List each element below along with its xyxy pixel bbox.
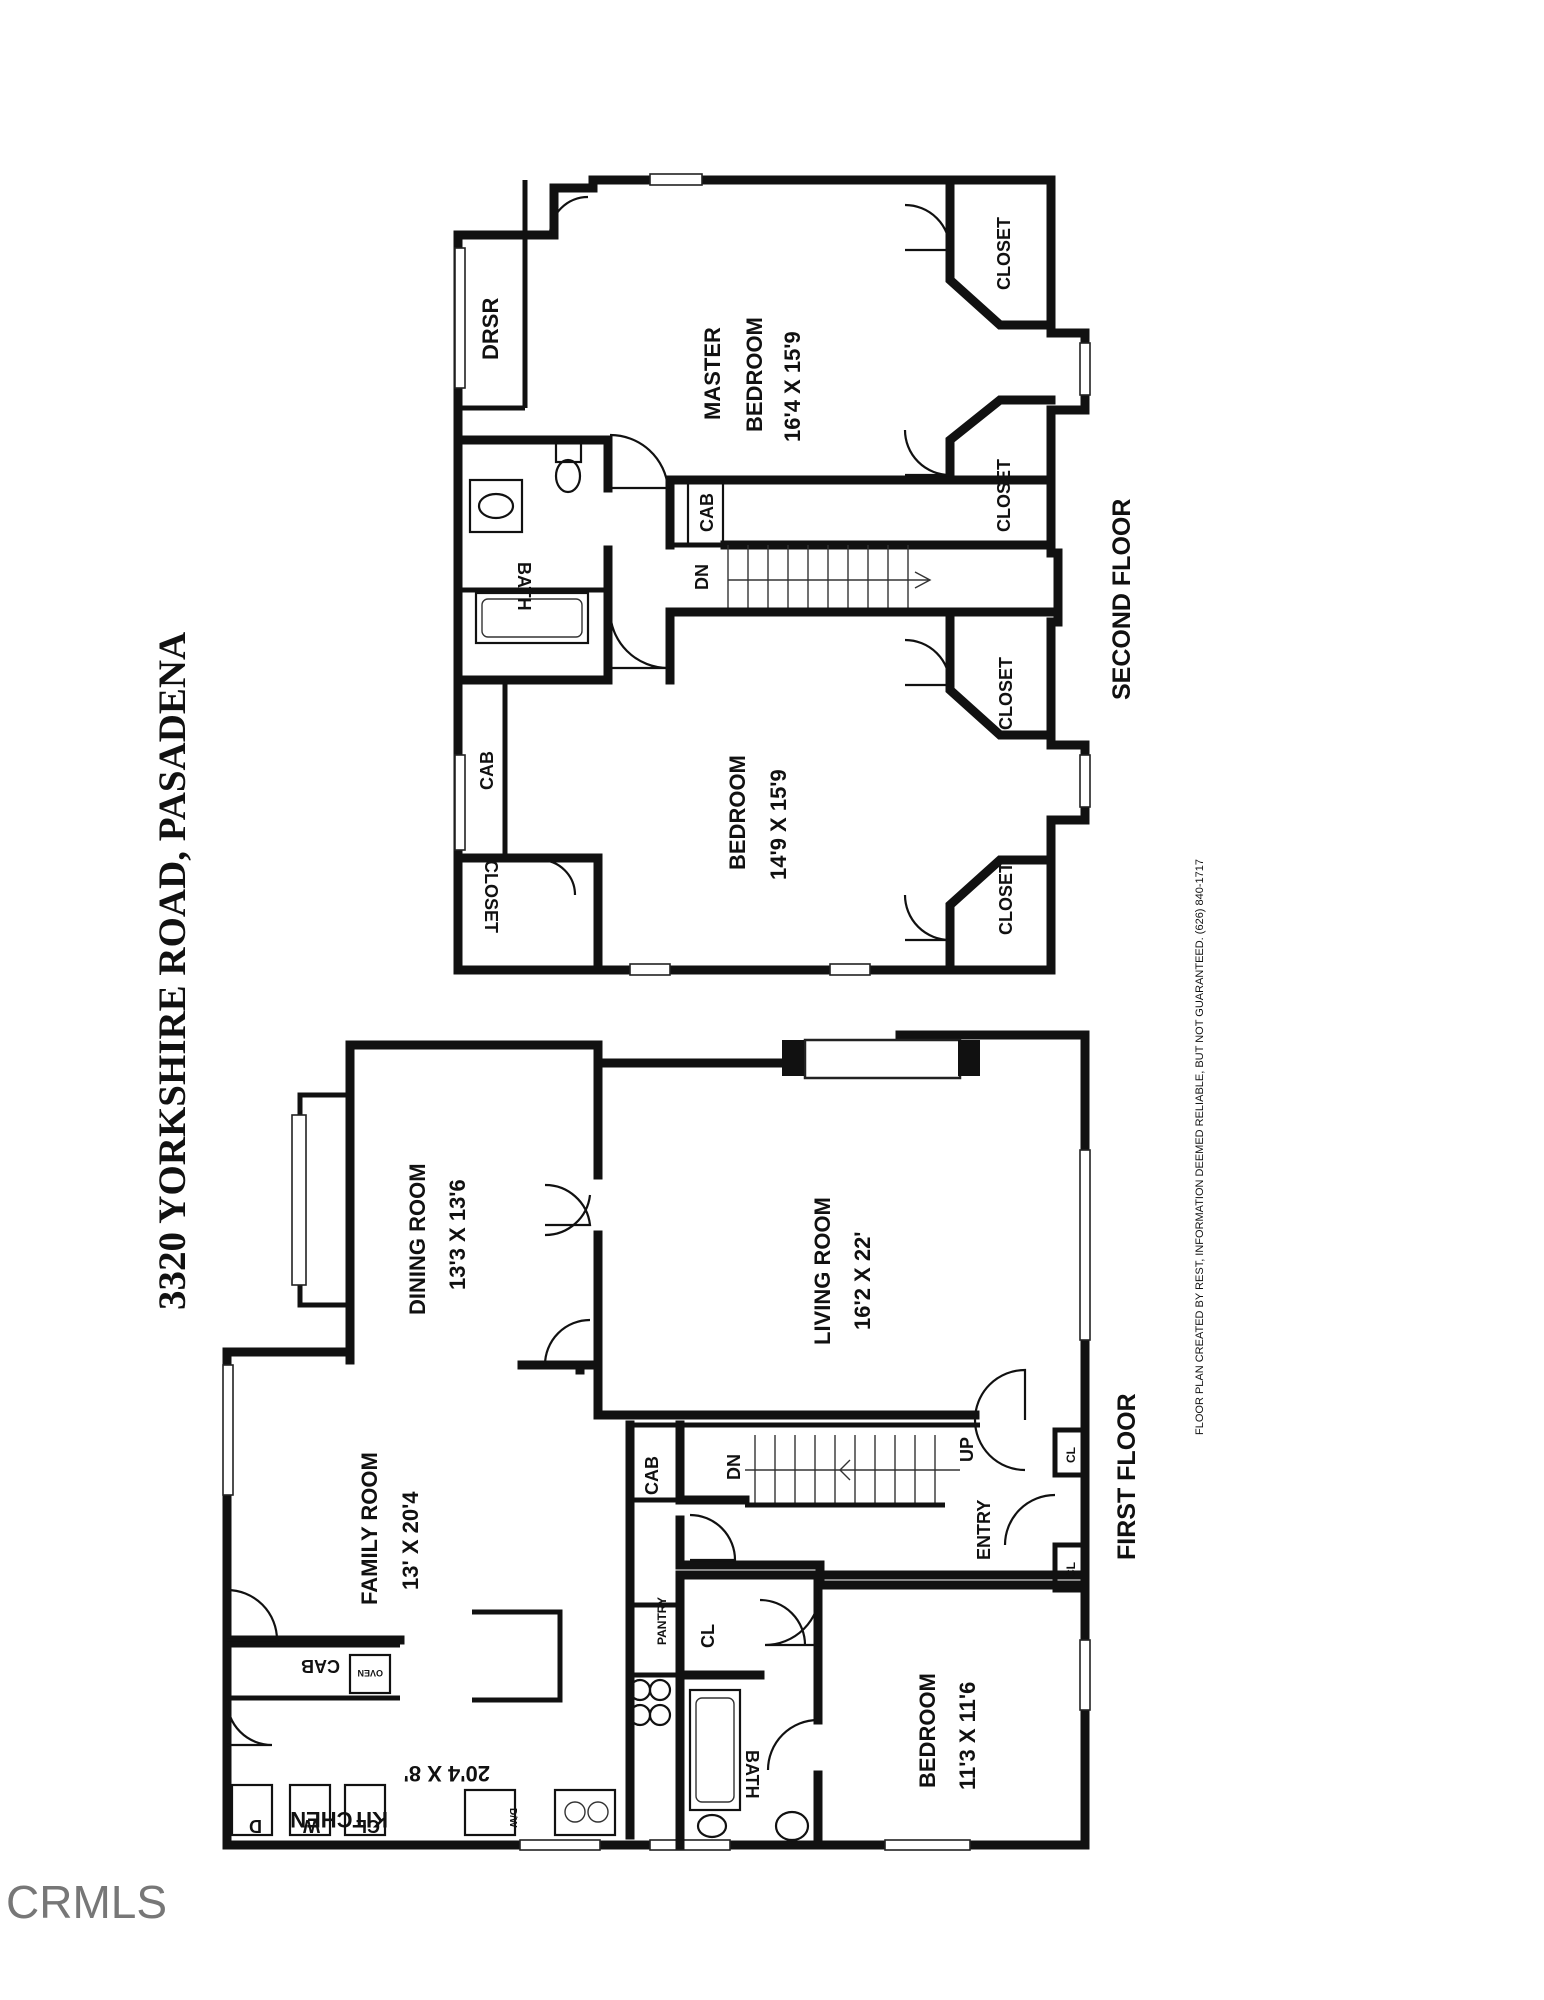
svg-text:BEDROOM: BEDROOM (725, 755, 750, 870)
svg-text:DINING ROOM: DINING ROOM (405, 1163, 430, 1315)
living-room-label: LIVING ROOM 16'2 X 22' (810, 1197, 875, 1345)
cl-entry-bottom-label: CL (1064, 1562, 1078, 1578)
svg-text:LIVING ROOM: LIVING ROOM (810, 1197, 835, 1345)
svg-text:BEDROOM: BEDROOM (742, 317, 767, 432)
svg-text:13'3 X 13'6: 13'3 X 13'6 (445, 1179, 470, 1290)
dining-room-label: DINING ROOM 13'3 X 13'6 (405, 1163, 470, 1315)
oven-label: OVEN (357, 1668, 383, 1678)
kitchen-label: KITCHEN 20'4 X 8' (290, 1761, 490, 1832)
cl-laundry-label: CL (356, 1816, 380, 1836)
bath-label: BATH (514, 562, 534, 611)
cab-label: CAB (642, 1456, 662, 1495)
first-floor: CAB DN UP ENTRY CL CL PANTRY CL BATH CAB… (222, 1030, 1141, 1851)
second-bedroom-label: BEDROOM 14'9 X 15'9 (725, 755, 791, 880)
svg-text:KITCHEN: KITCHEN (290, 1807, 388, 1832)
bath-label: BATH (742, 1750, 762, 1799)
svg-text:20'4 X 8': 20'4 X 8' (404, 1761, 490, 1786)
svg-text:BEDROOM: BEDROOM (915, 1673, 940, 1788)
footer-credit: FLOOR PLAN CREATED BY REST, INFORMATION … (1194, 859, 1206, 1435)
first-floor-label: FIRST FLOOR (1113, 1393, 1141, 1560)
closet-2-label: CLOSET (994, 459, 1014, 532)
cab-bedroom-label: CAB (477, 751, 497, 790)
svg-text:16'4 X 15'9: 16'4 X 15'9 (780, 331, 805, 442)
svg-text:13' X 20'4: 13' X 20'4 (398, 1491, 423, 1590)
plan-title: 3320 YORKSHIRE ROAD, PASADENA (151, 632, 194, 1310)
svg-text:16'2 X 22': 16'2 X 22' (850, 1231, 875, 1330)
dw-label: D/W (507, 1808, 518, 1828)
stair-dn-label: DN (724, 1454, 744, 1480)
stair-up-label: UP (957, 1437, 977, 1462)
dryer-label: D (249, 1816, 262, 1836)
first-bedroom-label: BEDROOM 11'3 X 11'6 (915, 1673, 980, 1790)
watermark: CRMLS (6, 1876, 167, 1928)
second-floor-label: SECOND FLOOR (1108, 499, 1136, 700)
second-floor: MASTER BEDROOM 16'4 X 15'9 DRSR BATH DN … (453, 173, 1136, 976)
drsr-label: DRSR (478, 298, 503, 360)
svg-text:11'3 X 11'6: 11'3 X 11'6 (955, 1682, 980, 1790)
svg-text:MASTER: MASTER (700, 327, 725, 420)
cl-entry-top-label: CL (1064, 1447, 1078, 1463)
entry-label: ENTRY (974, 1500, 994, 1560)
cl-hall-label: CL (698, 1624, 718, 1648)
washer-label: W (303, 1816, 320, 1836)
closet-4-label: CLOSET (996, 862, 1016, 935)
cab-hall-label: CAB (697, 493, 717, 532)
cab-kitchen-label: CAB (301, 1656, 340, 1676)
svg-text:FAMILY ROOM: FAMILY ROOM (357, 1452, 382, 1605)
master-bedroom-label: MASTER BEDROOM 16'4 X 15'9 (700, 317, 805, 442)
family-room-label: FAMILY ROOM 13' X 20'4 (357, 1452, 423, 1605)
stair-dn-label: DN (692, 564, 712, 590)
pantry-label: PANTRY (655, 1597, 669, 1645)
closet-5-label: CLOSET (481, 860, 501, 933)
closet-3-label: CLOSET (996, 657, 1016, 730)
closet-1-label: CLOSET (994, 217, 1014, 290)
svg-text:14'9 X 15'9: 14'9 X 15'9 (766, 769, 791, 880)
